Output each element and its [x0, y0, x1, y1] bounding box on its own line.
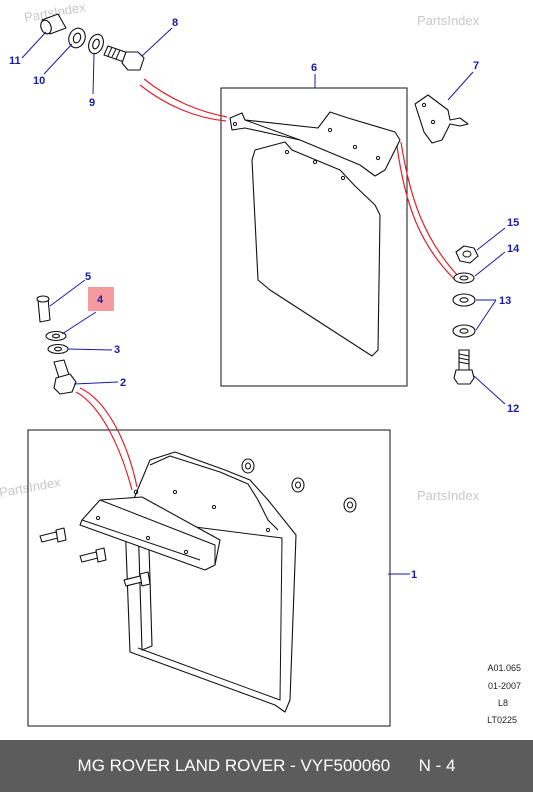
washer-part	[452, 293, 476, 307]
parts-diagram: PartsIndex PartsIndex PartsIndex PartsIn…	[0, 0, 521, 727]
callout-number: 9	[89, 97, 95, 109]
callout-number: 8	[172, 17, 178, 29]
callout-number: 7	[473, 60, 479, 72]
watermark: PartsIndex	[0, 474, 62, 500]
callout-number: 12	[507, 403, 519, 415]
washer-part	[47, 343, 69, 355]
callout-number: 2	[120, 377, 126, 389]
watermark: PartsIndex	[417, 488, 480, 503]
reference-date: 01-2007	[488, 681, 521, 691]
callout-highlight	[88, 287, 114, 311]
mudflap-assembly-lower	[39, 451, 357, 713]
callout-number: 1	[411, 569, 417, 581]
mudflap-assembly-upper	[229, 111, 401, 357]
footer-page: N - 4	[418, 756, 456, 775]
bracket-part	[414, 94, 469, 144]
leader-lines	[21, 27, 506, 575]
lock-washer-part	[88, 33, 104, 55]
spacer-sleeve-part	[40, 13, 67, 35]
callout-number-highlighted: 4	[97, 294, 104, 306]
washer-part	[68, 27, 86, 49]
watermark: PartsIndex	[417, 13, 480, 28]
callout-number: 10	[33, 75, 45, 87]
callout-number: 5	[85, 271, 91, 283]
spacer-part	[36, 295, 51, 323]
washer-part	[45, 330, 67, 342]
footer-bar: MG ROVER LAND ROVER - VYF500060 N - 4	[0, 740, 533, 792]
callout-number: 13	[499, 295, 511, 307]
reference-code: A01.065	[487, 663, 521, 673]
bolt-part	[53, 359, 77, 395]
footer-spacer	[390, 756, 418, 776]
bolt-part	[103, 45, 145, 71]
assembly-frame-lower	[27, 429, 391, 727]
callout-number: 3	[114, 344, 120, 356]
reference-model: L8	[498, 698, 508, 708]
bolt-part	[453, 349, 475, 385]
callout-number: 14	[507, 243, 520, 255]
connector-lines	[75, 78, 459, 491]
assembly-frame-upper	[220, 87, 408, 387]
callout-number: 6	[311, 62, 317, 74]
callout-number: 11	[9, 55, 21, 67]
reference-id: LT0225	[487, 715, 517, 725]
washer-part	[453, 272, 475, 284]
nut-part	[455, 245, 479, 264]
footer-title: MG ROVER LAND ROVER - VYF500060	[77, 756, 391, 775]
washer-part	[452, 324, 476, 338]
callout-number: 15	[507, 217, 519, 229]
